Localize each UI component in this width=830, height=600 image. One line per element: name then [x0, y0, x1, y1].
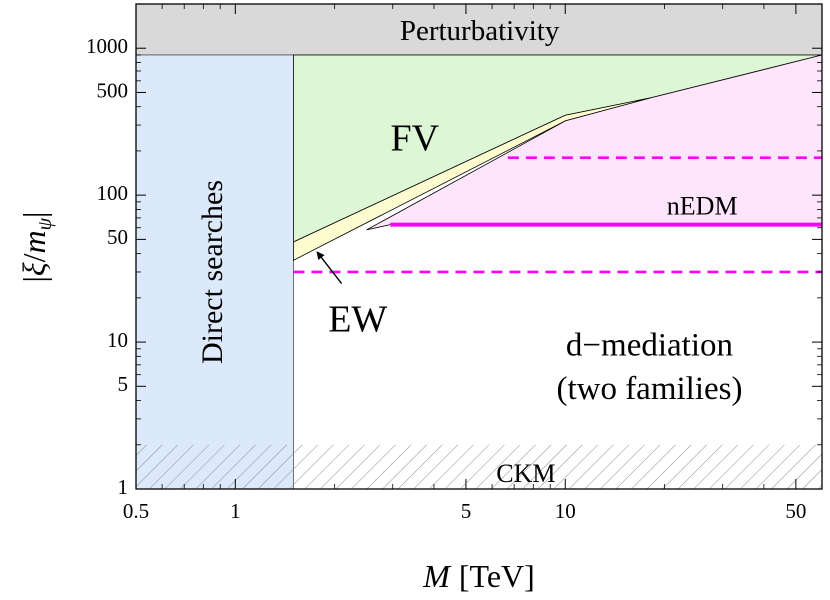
x-axis: 0.5 1 5 10 50 [123, 4, 806, 523]
x-axis-label: M[TeV] [422, 558, 535, 594]
region-ew [292, 97, 652, 261]
y-tick-label: 50 [107, 225, 128, 249]
regions [136, 4, 822, 489]
y-axis-label: |ξ/mψ| [16, 212, 56, 283]
y-axis-slash: / [16, 253, 52, 262]
y-axis-m: m [16, 230, 52, 253]
region-direct-searches [136, 54, 294, 489]
y-axis: 1 5 10 50 100 500 1000 [86, 34, 822, 499]
annotation-fv: FV [391, 118, 440, 160]
constraint-lines [293, 156, 822, 274]
region-nedm [366, 54, 822, 231]
y-tick-label: 100 [97, 181, 129, 205]
y-tick-label: 5 [118, 372, 129, 396]
y-tick-label: 1 [118, 475, 129, 499]
annotation-two-families: (two families) [556, 371, 742, 407]
ew-arrow [316, 251, 343, 285]
annotation-ew: EW [328, 299, 387, 341]
annotation-nedm: nEDM [667, 192, 738, 221]
x-tick-label: 1 [230, 499, 241, 523]
x-tick-label: 10 [555, 499, 576, 523]
x-axis-variable: M [422, 558, 452, 594]
ew-arrow-line [316, 251, 343, 285]
y-axis-xi: ξ [16, 262, 52, 276]
y-tick-label: 10 [107, 328, 128, 352]
x-tick-label: 50 [785, 499, 806, 523]
x-axis-unit: [TeV] [459, 558, 535, 594]
x-tick-label: 5 [461, 499, 472, 523]
x-tick-label: 0.5 [123, 499, 149, 523]
y-tick-label: 500 [97, 78, 129, 102]
y-axis-bar-left: | [16, 276, 52, 282]
annotation-ckm: CKM [496, 459, 555, 488]
region-ckm [136, 444, 822, 489]
annotation-d-mediation: d−mediation [566, 328, 733, 364]
y-tick-label: 1000 [86, 34, 128, 58]
annotations: FV nEDM EW d−mediation (two families) CKM Pert… [196, 15, 742, 488]
annotation-direct-searches: Direct searches [196, 180, 229, 364]
annotation-perturbativity: Perturbativity [400, 15, 560, 47]
y-axis-sub: ψ [34, 217, 56, 230]
y-axis-bar-right: | [16, 212, 52, 218]
plot-frame [135, 3, 823, 490]
